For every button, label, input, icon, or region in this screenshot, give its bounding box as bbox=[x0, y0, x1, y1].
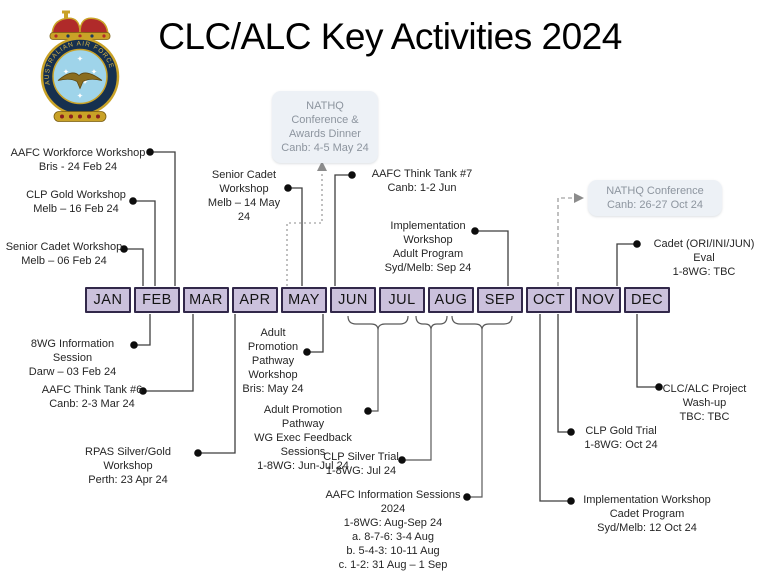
event-aafc-think-tank-6: AAFC Think Tank #6 Canb: 2-3 Mar 24 bbox=[41, 384, 143, 410]
event-senior-cadet-workshop-feb: Senior Cadet Workshop Melb – 06 Feb 24 bbox=[5, 241, 123, 267]
event-clc-alc-project-wash-up: CLC/ALC Project Wash-up TBC: TBC bbox=[662, 383, 747, 423]
month-label: NOV bbox=[581, 292, 615, 308]
month-label: AUG bbox=[434, 292, 468, 308]
month-label: JUL bbox=[388, 292, 416, 308]
month-jun: JUN bbox=[330, 287, 376, 313]
eagle-icon bbox=[57, 72, 103, 90]
event-adult-promotion-pathway-workshop: Adult Promotion Pathway Workshop Bris: M… bbox=[242, 327, 304, 395]
event-clp-silver-trial: CLP Silver Trial 1-8WG: Jul 24 bbox=[323, 451, 399, 477]
svg-text:✦: ✦ bbox=[77, 55, 84, 64]
month-dec: DEC bbox=[624, 287, 670, 313]
svg-text:✦: ✦ bbox=[63, 68, 70, 77]
month-aug: AUG bbox=[428, 287, 474, 313]
month-feb: FEB bbox=[134, 287, 180, 313]
month-apr: APR bbox=[232, 287, 278, 313]
dotted-arrow-to-nathq-may bbox=[286, 161, 327, 286]
month-label: SEP bbox=[484, 292, 516, 308]
southern-cross-stars: ✦✦✦ ✦✦ bbox=[63, 55, 98, 101]
event-8wg-information-session: 8WG Information Session Darw – 03 Feb 24 bbox=[28, 338, 117, 378]
month-oct: OCT bbox=[526, 287, 572, 313]
month-label: MAY bbox=[288, 292, 320, 308]
event-rpas-silver-gold-workshop: RPAS Silver/Gold Workshop Perth: 23 Apr … bbox=[85, 446, 171, 486]
month-label: FEB bbox=[142, 292, 172, 308]
month-label: OCT bbox=[532, 292, 566, 308]
event-senior-cadet-workshop-may: Senior Cadet Workshop Melb – 14 May 24 bbox=[207, 169, 281, 223]
month-label: JAN bbox=[93, 292, 123, 308]
event-aafc-think-tank-7: AAFC Think Tank #7 Canb: 1-2 Jun bbox=[371, 168, 473, 194]
month-label: DEC bbox=[630, 292, 664, 308]
month-jan: JAN bbox=[85, 287, 131, 313]
event-clp-gold-workshop: CLP Gold Workshop Melb – 16 Feb 24 bbox=[26, 189, 126, 215]
event-aafc-workforce-workshop: AAFC Workforce Workshop Bris - 24 Feb 24 bbox=[10, 147, 146, 173]
month-nov: NOV bbox=[575, 287, 621, 313]
dashed-arrow-to-nathq-oct bbox=[557, 193, 584, 286]
event-aafc-information-sessions: AAFC Information Sessions 2024 1-8WG: Au… bbox=[325, 489, 461, 571]
month-label: JUN bbox=[338, 292, 368, 308]
callout-nathq-conference-may: NATHQ Conference & Awards Dinner Canb: 4… bbox=[272, 91, 378, 163]
crest-base-scroll bbox=[53, 111, 107, 122]
month-jul: JUL bbox=[379, 287, 425, 313]
event-cadet-eval: Cadet (ORI/INI/JUN) Eval 1-8WG: TBC bbox=[653, 238, 755, 278]
month-mar: MAR bbox=[183, 287, 229, 313]
page-title: CLC/ALC Key Activities 2024 bbox=[158, 16, 622, 57]
month-may: MAY bbox=[281, 287, 327, 313]
month-sep: SEP bbox=[477, 287, 523, 313]
callout-nathq-conference-oct: NATHQ Conference Canb: 26-27 Oct 24 bbox=[588, 180, 722, 216]
crown-icon bbox=[49, 10, 111, 40]
timeline-month-bar: JAN FEB MAR APR MAY JUN JUL AUG SEP OCT … bbox=[85, 287, 670, 313]
month-label: MAR bbox=[189, 292, 223, 308]
svg-text:✦: ✦ bbox=[77, 92, 84, 101]
event-adult-promotion-pathway-wg-exec: Adult Promotion Pathway WG Exec Feedback… bbox=[254, 404, 352, 472]
aafc-crest-logo: AUSTRALIAN AIR FORCE CADETS ✦✦✦ ✦✦ bbox=[28, 6, 120, 122]
svg-text:✦: ✦ bbox=[82, 78, 89, 87]
month-label: APR bbox=[239, 292, 271, 308]
event-implementation-workshop-adult: Implementation Workshop Adult Program Sy… bbox=[384, 220, 472, 274]
svg-text:✦: ✦ bbox=[91, 68, 98, 77]
event-implementation-workshop-cadet: Implementation Workshop Cadet Program Sy… bbox=[583, 494, 711, 534]
event-clp-gold-trial: CLP Gold Trial 1-8WG: Oct 24 bbox=[584, 425, 658, 451]
